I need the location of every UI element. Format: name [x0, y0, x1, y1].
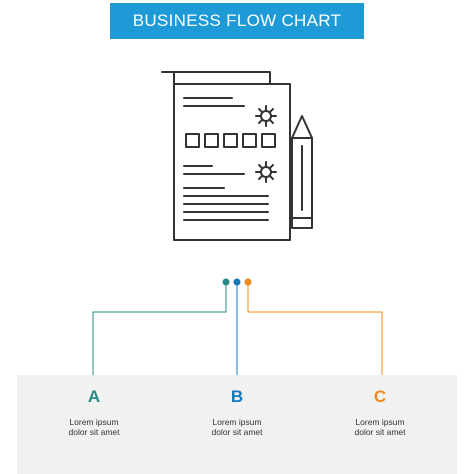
step-text-b-line2: dolor sit amet: [211, 427, 263, 437]
step-text-b: Lorem ipsum dolor sit amet: [160, 417, 314, 437]
step-letter-b: B: [230, 387, 244, 406]
step-card-a: A Lorem ipsum dolor sit amet: [17, 375, 171, 474]
connector-c: [247, 284, 383, 376]
connector-dot-c: [244, 278, 252, 286]
step-text-c-line2: dolor sit amet: [354, 427, 406, 437]
connector-dot-a: [222, 278, 230, 286]
connector-a: [92, 284, 227, 376]
page-title: BUSINESS FLOW CHART: [132, 11, 342, 30]
step-text-b-line1: Lorem ipsum: [212, 417, 262, 427]
step-text-a: Lorem ipsum dolor sit amet: [17, 417, 171, 437]
step-letter-c: C: [373, 387, 387, 406]
step-text-a-line1: Lorem ipsum: [69, 417, 119, 427]
step-text-a-line2: dolor sit amet: [68, 427, 120, 437]
step-card-c: C Lorem ipsum dolor sit amet: [303, 375, 457, 474]
step-letter-a: A: [87, 387, 101, 406]
connector-dot-b: [233, 278, 241, 286]
step-card-b: B Lorem ipsum dolor sit amet: [160, 375, 314, 474]
title-banner: BUSINESS FLOW CHART: [110, 3, 364, 39]
document-settings-pencil-icon: [161, 71, 313, 241]
step-text-c: Lorem ipsum dolor sit amet: [303, 417, 457, 437]
step-text-c-line1: Lorem ipsum: [355, 417, 405, 427]
